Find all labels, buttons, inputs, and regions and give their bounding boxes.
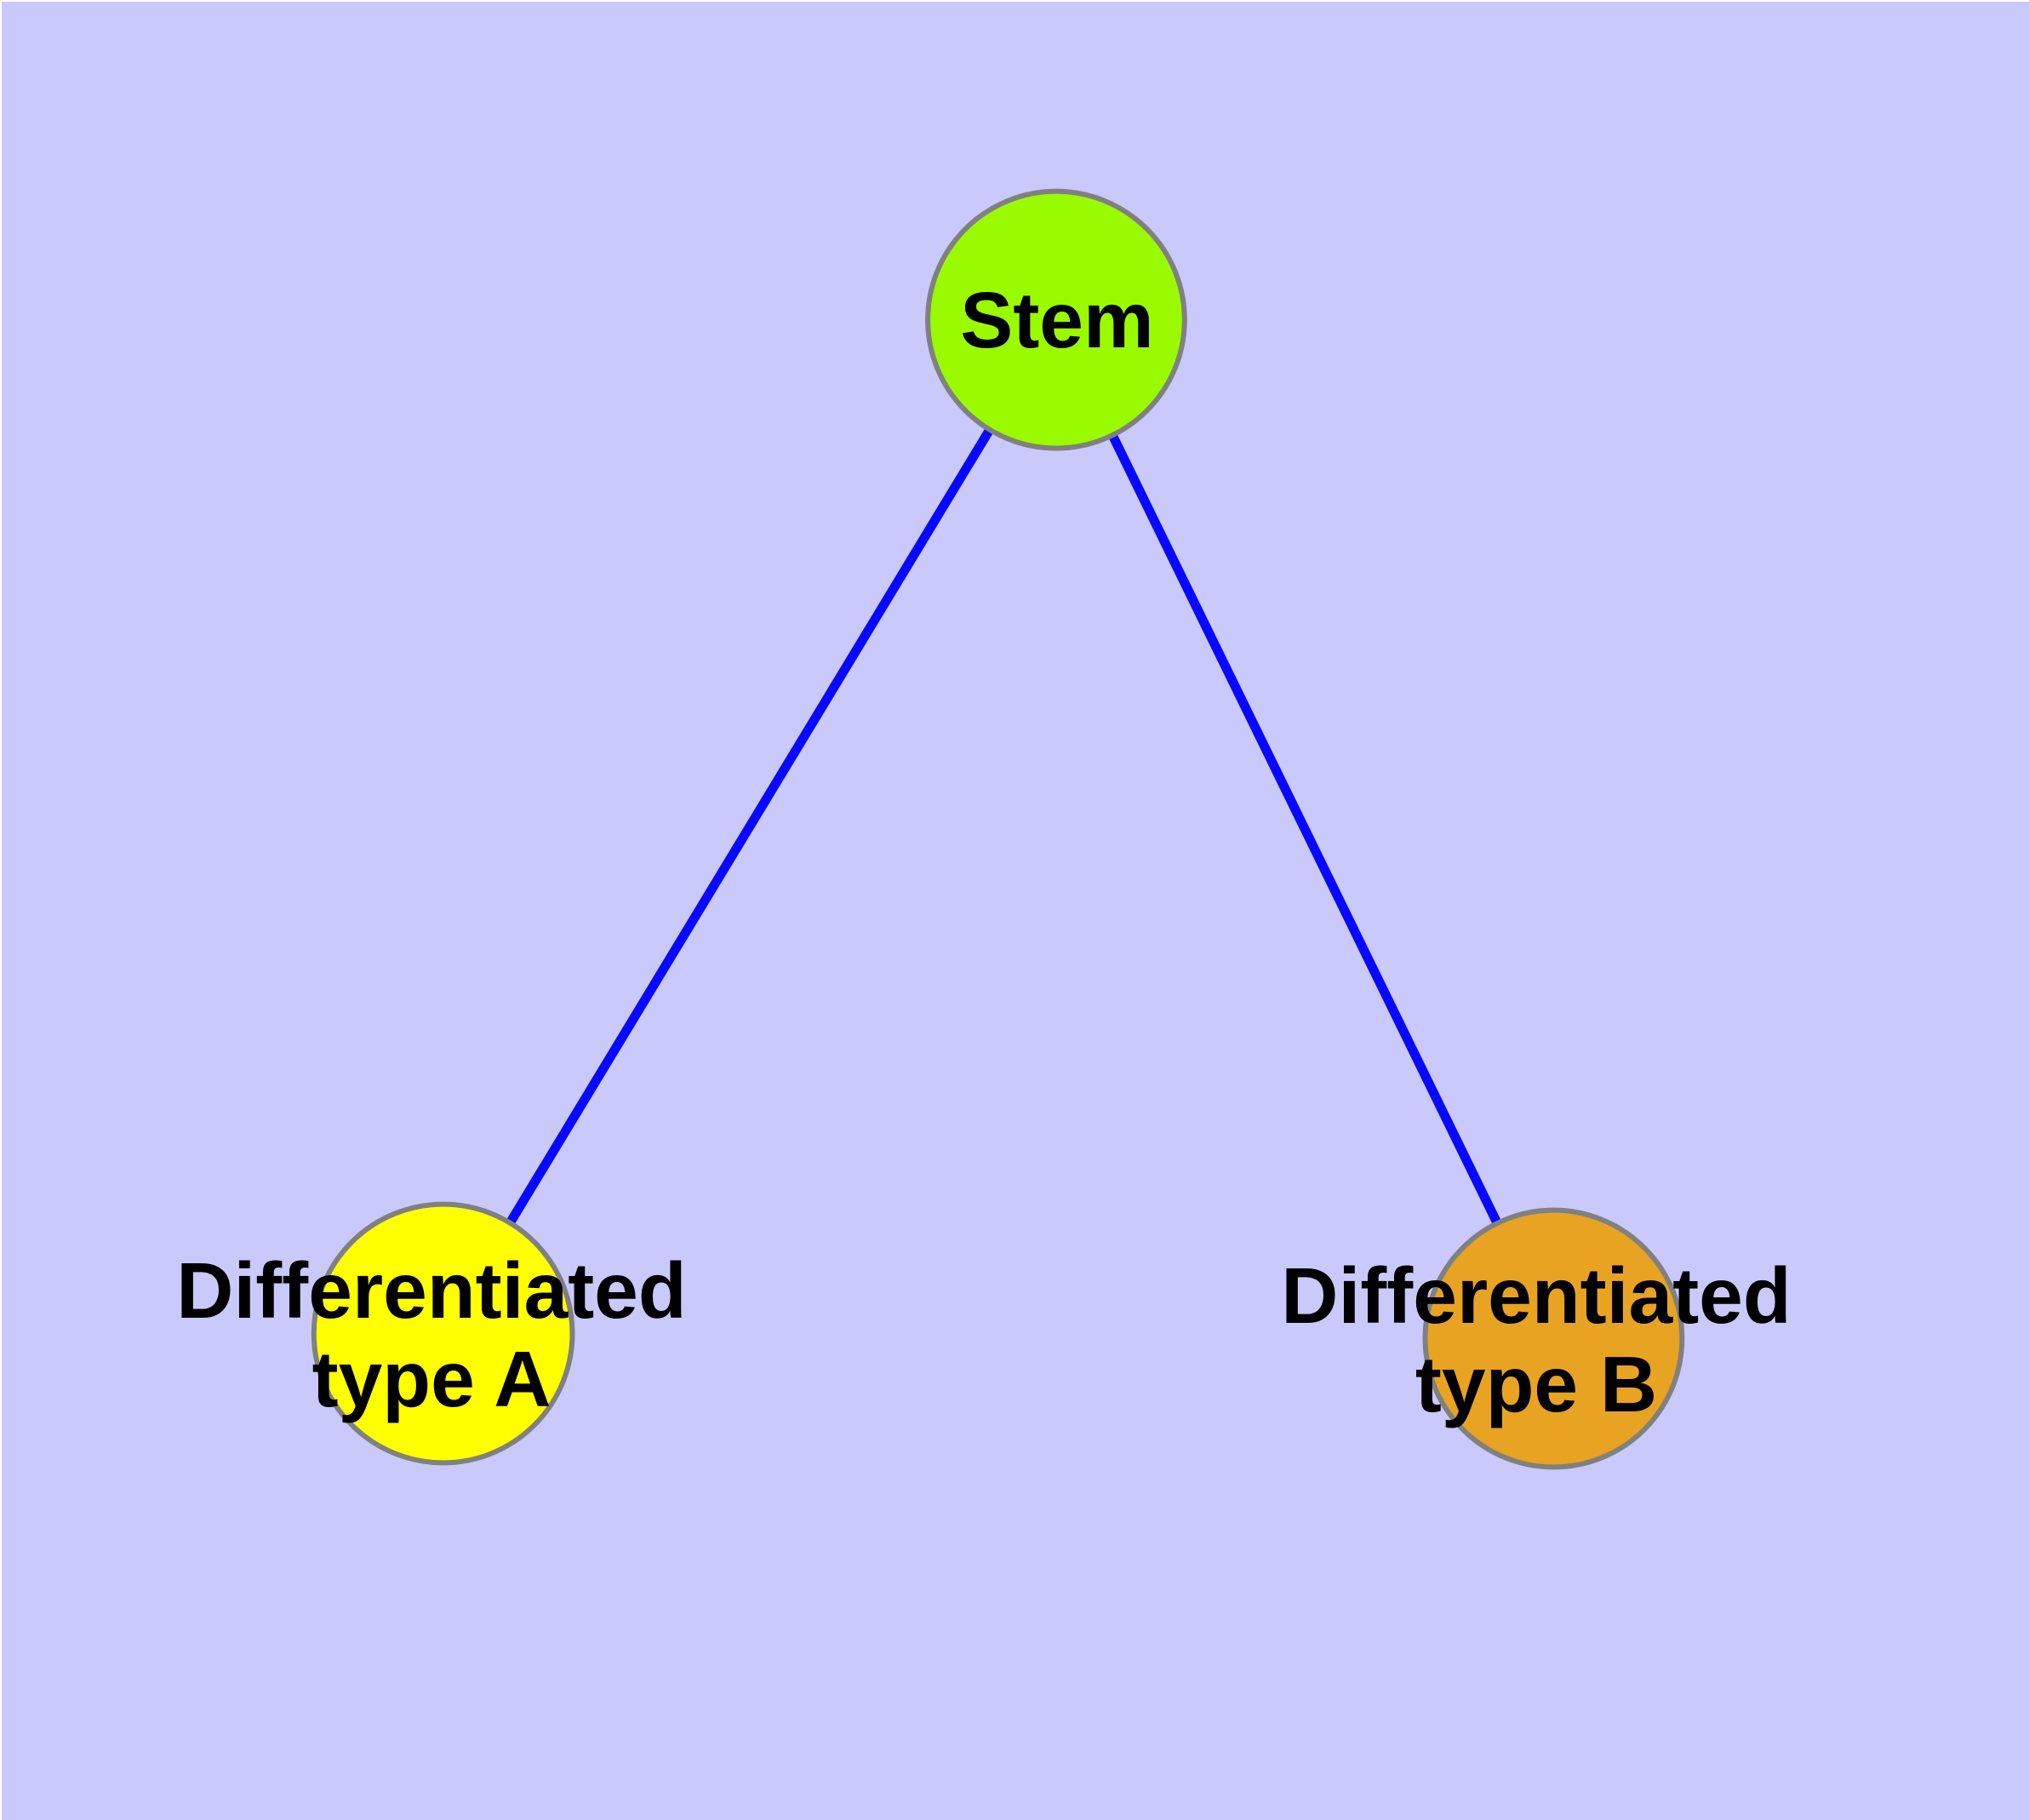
node-stem-label: Stem — [960, 276, 1153, 364]
node-stem-circle[interactable] — [925, 188, 1187, 451]
edge-stem-to-type-b — [1052, 318, 1558, 1341]
node-differentiated-type-a-label-line-1: Differentiated — [176, 1245, 687, 1335]
edge-stem-to-type-a — [438, 317, 1060, 1336]
node-differentiated-type-b-label: Differentiated type B — [1281, 1251, 1791, 1428]
node-differentiated-type-a-label-line-2: type A — [311, 1335, 552, 1423]
node-differentiated-type-b-label-line-2: type B — [1415, 1340, 1658, 1428]
node-differentiated-type-a-label: Differentiated type A — [176, 1246, 686, 1423]
node-differentiated-type-b-label-line-1: Differentiated — [1281, 1251, 1792, 1340]
node-differentiated-type-b-circle[interactable] — [1422, 1207, 1685, 1470]
node-stem-label-line: Stem — [960, 275, 1154, 364]
node-differentiated-type-a-circle[interactable] — [311, 1201, 575, 1466]
